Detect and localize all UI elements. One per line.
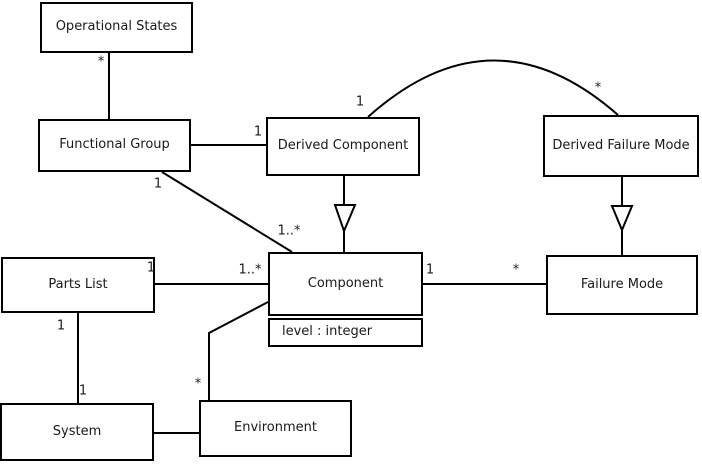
class-node-parts-list[interactable]: Parts List xyxy=(1,257,155,313)
class-name-label: Parts List xyxy=(48,276,108,292)
class-name-label: Failure Mode xyxy=(580,276,664,292)
generalization-arrow-icon xyxy=(333,204,357,234)
class-name-label: Component xyxy=(307,275,384,291)
class-node-component[interactable]: Component xyxy=(268,252,423,316)
multiplicity-label: 1..* xyxy=(277,223,301,239)
multiplicity-label: 1 xyxy=(253,124,263,140)
class-node-operational-states[interactable]: Operational States xyxy=(40,2,193,53)
edge-functional-group-component xyxy=(161,171,293,253)
edge-derived-component-derived-failure-mode xyxy=(367,59,619,118)
multiplicity-label: 1 xyxy=(425,262,435,278)
class-name-label: Derived Failure Mode xyxy=(552,137,690,153)
class-attribute-compartment-component[interactable]: level : integer xyxy=(268,318,423,347)
multiplicity-label: * xyxy=(594,80,602,96)
multiplicity-label: 1 xyxy=(146,260,156,276)
attribute-label: level : integer xyxy=(282,324,373,340)
class-name-label: Derived Component xyxy=(277,138,409,154)
multiplicity-label: * xyxy=(512,262,520,278)
class-node-derived-failure-mode[interactable]: Derived Failure Mode xyxy=(543,115,699,177)
class-node-system[interactable]: System xyxy=(0,403,154,461)
class-node-derived-component[interactable]: Derived Component xyxy=(266,117,420,176)
multiplicity-label: * xyxy=(194,376,202,392)
class-name-label: Operational States xyxy=(55,19,178,35)
class-node-environment[interactable]: Environment xyxy=(199,400,352,457)
multiplicity-label: 1 xyxy=(355,94,365,110)
class-node-functional-group[interactable]: Functional Group xyxy=(38,119,191,172)
class-name-label: System xyxy=(52,423,102,439)
class-name-label: Functional Group xyxy=(59,137,170,153)
multiplicity-label: 1 xyxy=(78,383,88,399)
multiplicity-label: * xyxy=(97,54,105,70)
class-name-label: Environment xyxy=(233,420,317,436)
multiplicity-label: 1..* xyxy=(238,262,262,278)
generalization-arrow-icon xyxy=(610,205,634,233)
multiplicity-label: 1 xyxy=(153,176,163,192)
class-node-failure-mode[interactable]: Failure Mode xyxy=(546,255,698,315)
edge-environment-component xyxy=(208,301,269,400)
multiplicity-label: 1 xyxy=(56,318,66,334)
